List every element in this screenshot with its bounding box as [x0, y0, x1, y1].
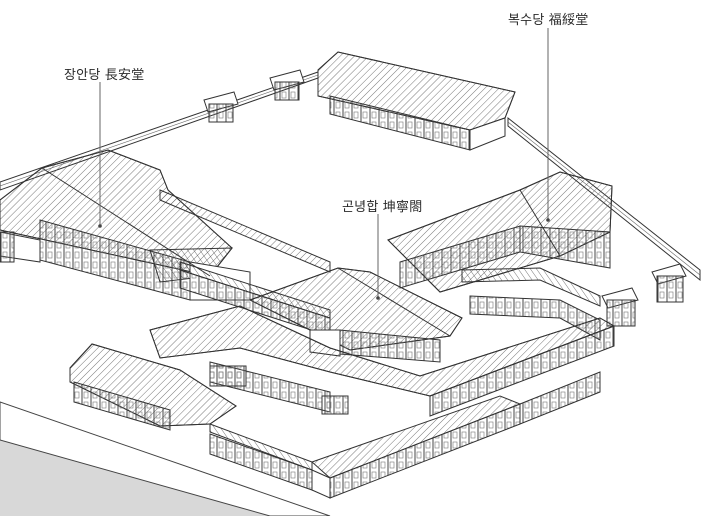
building-northeast	[317, 51, 516, 151]
ground-edge	[0, 401, 331, 516]
courtyard-gates	[0, 231, 349, 415]
north-gate-1	[203, 69, 305, 123]
building-southwest	[69, 343, 313, 491]
building-gonnyeong	[248, 267, 463, 363]
building-boksu	[387, 171, 613, 293]
east-gate	[601, 263, 687, 327]
label-boksu-dang: 복수당 福綏堂	[508, 13, 589, 28]
corridor-south	[311, 371, 601, 499]
label-gonnyeong-hap: 곤녕합 坤寧閤	[342, 200, 423, 215]
label-changan-dang: 장안당 長安堂	[64, 68, 145, 83]
